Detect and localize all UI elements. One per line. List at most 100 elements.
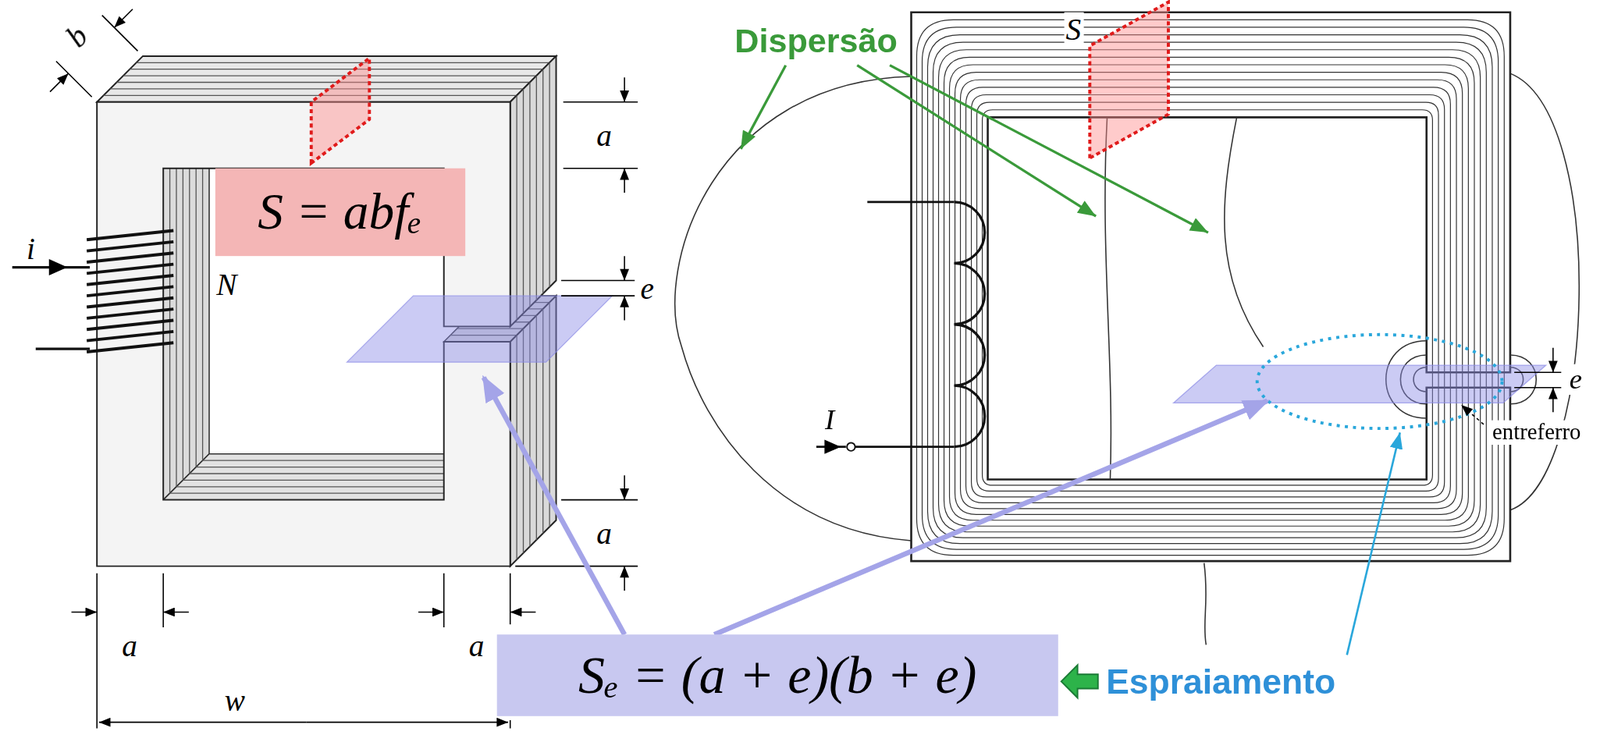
current-arrow: [824, 439, 841, 454]
flux-line: [928, 35, 1493, 544]
dimension-label: a: [594, 117, 615, 152]
leakage-line: [1204, 563, 1207, 646]
flux-line: [922, 27, 1499, 550]
dimension-line: [561, 280, 635, 297]
dimension-line: [96, 573, 164, 729]
label-holder: e: [1567, 363, 1584, 396]
section-plane: [311, 58, 370, 164]
dimension-line: [418, 611, 445, 614]
core-outline: [911, 12, 1511, 562]
label-holder: a: [594, 515, 615, 550]
core-side-face: [510, 56, 557, 327]
dimension-line: [1552, 348, 1554, 373]
flux-line: [977, 102, 1440, 491]
leakage-line: [675, 76, 912, 541]
fringing-ellipse: [1257, 334, 1503, 429]
coil-winding: [12, 267, 90, 350]
dimension-line: [71, 611, 98, 614]
pointer-arrow: [483, 65, 1401, 656]
dimension-label: w: [222, 682, 247, 717]
label-holder: I: [822, 404, 836, 437]
gap-plane: [1173, 365, 1547, 403]
gap-plane: [347, 295, 613, 363]
pointer-arrow: [856, 65, 1096, 217]
core-inner-face: [163, 122, 210, 501]
label-holder: w: [222, 682, 247, 717]
pointer-arrow: [1347, 432, 1401, 655]
label-holder: a: [594, 117, 615, 152]
lamination-line: [195, 135, 197, 468]
lamination-line: [195, 466, 477, 468]
label-holder: S: [1063, 11, 1084, 46]
flux-line: [917, 19, 1505, 555]
dimension-line: [113, 9, 133, 29]
lamination-line: [170, 493, 452, 495]
lamination-line: [123, 74, 537, 76]
dimension-line: [623, 168, 626, 193]
coil-winding: [12, 230, 175, 352]
flux-line: [960, 79, 1457, 509]
formula-box: Sₑ = (a + e)(b + e): [497, 634, 1059, 717]
label-holder: N: [214, 266, 239, 301]
flux-line: [966, 87, 1451, 503]
leakage-line: [1224, 117, 1264, 347]
lamination-line: [522, 88, 524, 314]
coil-winding: [953, 202, 985, 448]
pointer-arrow: [483, 377, 625, 635]
dimension-line: [99, 721, 306, 724]
flux-line: [949, 64, 1469, 521]
block-arrow: [1061, 664, 1099, 698]
lamination-line: [202, 128, 203, 461]
lamination-line: [116, 81, 530, 83]
current-arrow: [49, 259, 68, 276]
label-holder: Espraiamento: [1104, 662, 1338, 701]
coil-winding: [816, 202, 954, 448]
label-holder: entreferro: [1489, 420, 1583, 445]
gap-plane: [347, 295, 613, 363]
section-plane: [1089, 2, 1169, 159]
lamination-line: [515, 335, 517, 561]
dimension-line: [623, 475, 626, 500]
lamination-line: [529, 82, 530, 308]
lamination-line: [515, 95, 517, 320]
fringing-ellipse: [1257, 334, 1503, 429]
lamination-line: [548, 62, 550, 288]
dimension-label: e: [1567, 363, 1584, 395]
current-label: I: [822, 404, 836, 436]
flux-line: [971, 94, 1445, 497]
dimension-label: b: [57, 17, 96, 55]
dimension-line: [49, 73, 69, 93]
pointer-arrow: [889, 65, 1209, 233]
dimension-line: [623, 566, 626, 591]
current-arrow: [49, 259, 68, 276]
core-inner-face: [163, 454, 490, 501]
dimension-line: [1461, 348, 1561, 425]
pointer-arrow: [740, 65, 786, 150]
label-holder: i: [24, 231, 37, 265]
formula-box: S = abfₑ: [214, 168, 465, 256]
label-holder: b: [57, 17, 96, 55]
formula-text: S = abfₑ: [257, 182, 422, 242]
lamination-line: [182, 149, 184, 481]
formula-text: Sₑ = (a + e)(b + e): [578, 644, 977, 706]
dimension-label: e: [638, 270, 657, 305]
lamination-line: [175, 155, 177, 488]
section-plane: [311, 58, 370, 164]
lamination-line: [536, 75, 537, 301]
leakage-line: [1105, 117, 1536, 480]
annotation-label: Dispersão: [732, 22, 900, 60]
current-arrow: [824, 439, 841, 454]
label-holder: a: [120, 628, 140, 662]
label-holder: e: [638, 270, 656, 305]
lamination-line: [202, 460, 484, 462]
flux-line: [938, 49, 1481, 533]
dimension-line: [1514, 372, 1561, 388]
dimension-line: [1461, 405, 1484, 425]
lamination-line: [188, 142, 190, 474]
current-label: i: [24, 231, 37, 265]
pointer-arrow: [714, 401, 1268, 635]
